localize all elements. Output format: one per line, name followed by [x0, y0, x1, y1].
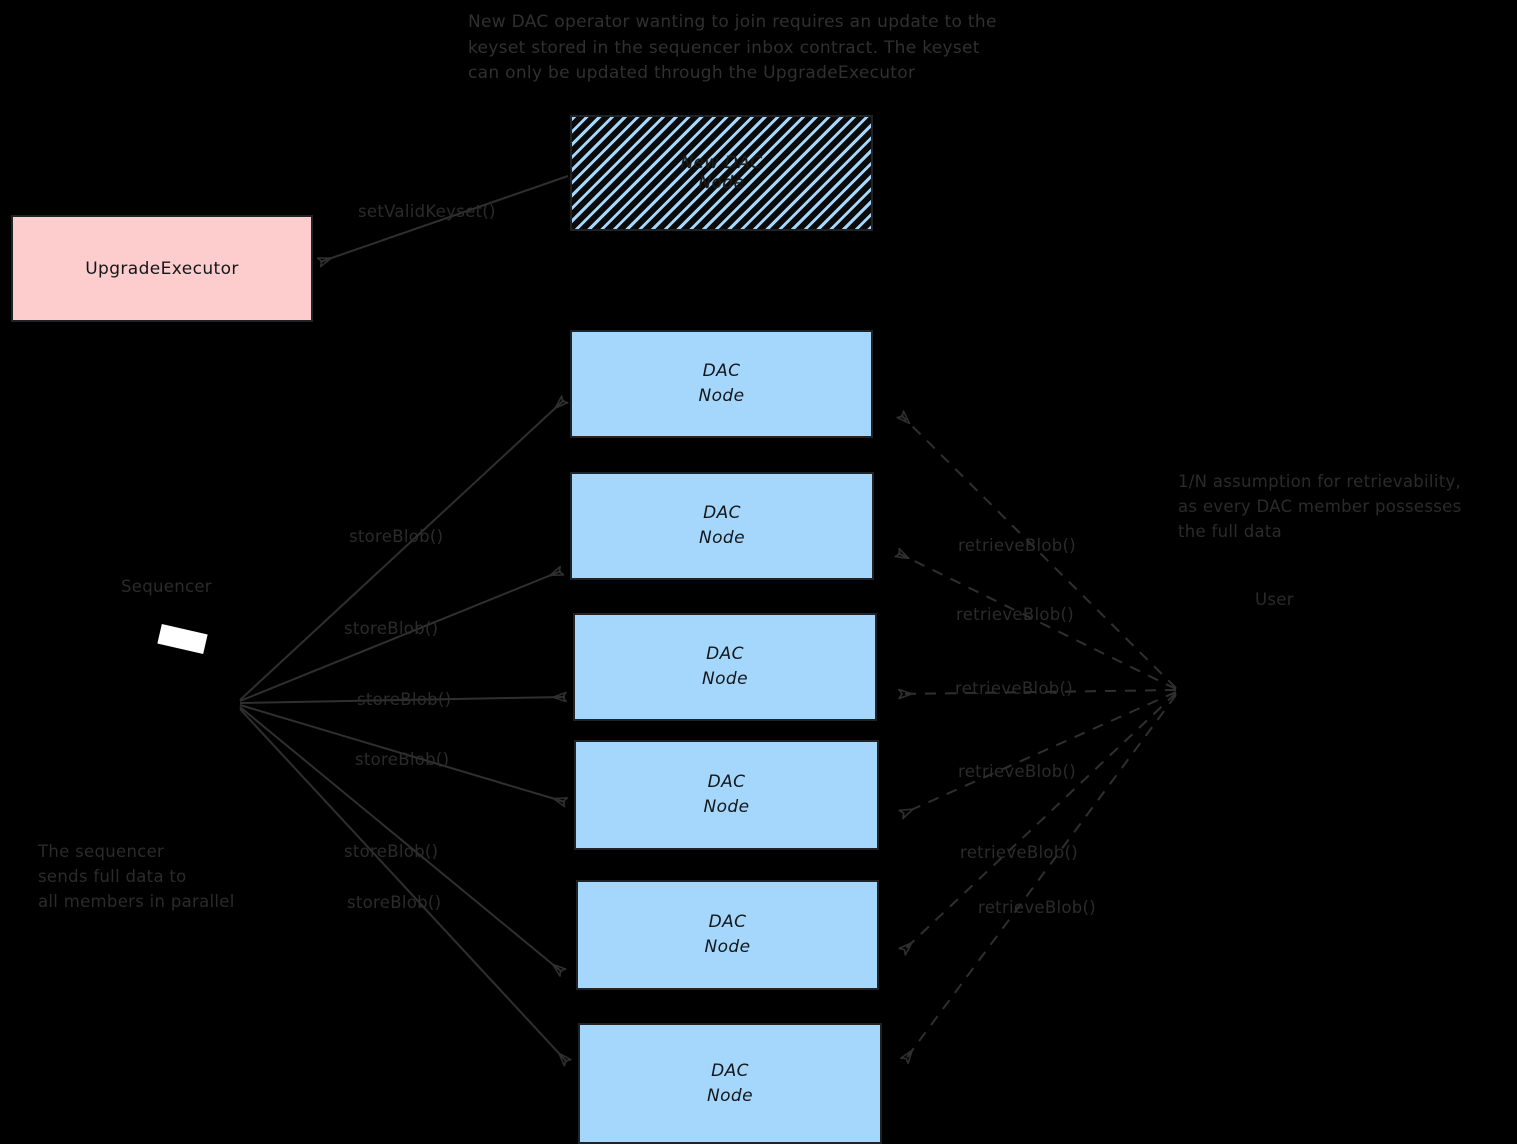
- dac-node-box-4[interactable]: DAC Node: [574, 740, 879, 850]
- dac-node-5-line1: DAC: [708, 912, 747, 933]
- label-storeblob-1: storeBlob(): [349, 527, 444, 546]
- dac-node-1-line1: DAC: [702, 361, 741, 382]
- label-retrieveblob-6: retrieveBlob(): [978, 898, 1097, 917]
- dac-node-3-line2: Node: [702, 669, 748, 689]
- dac-node-5-line2: Node: [704, 937, 751, 957]
- new-dac-node-line2: Node: [698, 173, 745, 193]
- note-top: New DAC operator wanting to join require…: [468, 12, 997, 83]
- dac-node-2-line2: Node: [699, 528, 745, 548]
- dac-node-2-line1: DAC: [703, 503, 741, 524]
- note-retrievability: 1/N assumption for retrievability, as ev…: [1178, 472, 1462, 541]
- dac-node-box-3[interactable]: DAC Node: [573, 613, 877, 721]
- label-storeblob-4: storeBlob(): [355, 750, 450, 769]
- label-setvalidkeyset: setValidKeyset(): [358, 202, 496, 221]
- dac-node-4-line2: Node: [703, 797, 750, 817]
- dac-node-box-6[interactable]: DAC Node: [578, 1023, 882, 1144]
- new-dac-node-line1: New DAC: [680, 153, 763, 173]
- new-dac-node-box[interactable]: New DAC Node: [570, 115, 873, 231]
- label-storeblob-5: storeBlob(): [344, 842, 439, 861]
- edge-retrieveblob-6: [899, 694, 1177, 1065]
- dac-node-4-line1: DAC: [707, 772, 746, 793]
- dac-node-box-1[interactable]: DAC Node: [570, 330, 873, 438]
- note-sequencer-parallel: The sequencer sends full data to all mem…: [38, 842, 235, 911]
- sequencer-label: Sequencer: [121, 577, 212, 596]
- upgrade-executor-box[interactable]: UpgradeExecutor: [11, 215, 313, 322]
- dac-node-6-line1: DAC: [711, 1060, 749, 1081]
- label-retrieveblob-4: retrieveBlob(): [958, 762, 1077, 781]
- dac-node-box-5[interactable]: DAC Node: [576, 880, 879, 990]
- dac-node-6-line2: Node: [707, 1085, 753, 1106]
- upgrade-executor-label: UpgradeExecutor: [85, 258, 239, 279]
- dac-node-1-line2: Node: [698, 386, 745, 406]
- dac-node-3-line1: DAC: [706, 644, 744, 665]
- sequencer-icon: [157, 623, 208, 655]
- label-storeblob-3: storeBlob(): [357, 690, 452, 709]
- label-storeblob-6: storeBlob(): [347, 893, 442, 912]
- label-retrieveblob-3: retrieveBlob(): [955, 679, 1074, 698]
- label-retrieveblob-5: retrieveBlob(): [960, 843, 1079, 862]
- dac-node-box-2[interactable]: DAC Node: [570, 472, 874, 580]
- label-retrieveblob-2: retrieveBlob(): [956, 605, 1075, 624]
- label-storeblob-2: storeBlob(): [344, 619, 439, 638]
- label-retrieveblob-1: retrieveBlob(): [958, 536, 1077, 555]
- edge-retrieveblob-4: [898, 691, 1177, 820]
- edge-storeblob-5: [239, 706, 567, 977]
- edge-storeblob-1: [239, 395, 569, 701]
- user-label: User: [1255, 590, 1294, 609]
